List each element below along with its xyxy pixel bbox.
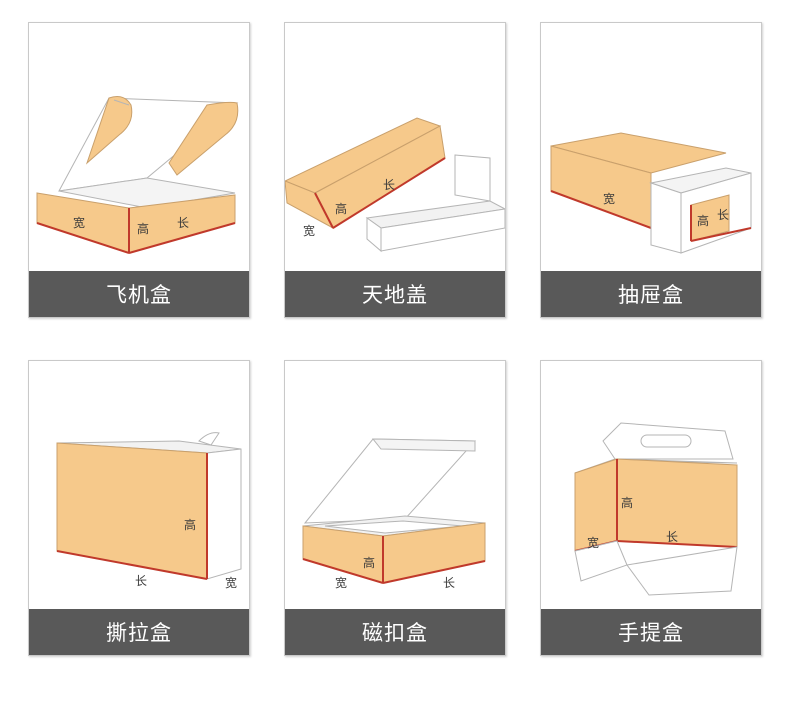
box-card-magnetic[interactable]: 高 宽 长 磁扣盒: [284, 360, 506, 656]
box-card-lid-and-base[interactable]: 高 长 宽 天地盖: [284, 22, 506, 318]
width-label: 宽: [73, 215, 85, 230]
box-caption: 手提盒: [541, 609, 761, 655]
handle-box-illustration: 高 长 宽: [541, 361, 761, 609]
box-card-aircraft[interactable]: 宽 高 长 飞机盒: [28, 22, 250, 318]
height-label: 高: [335, 201, 347, 216]
aircraft-box-illustration: 宽 高 长: [29, 23, 249, 271]
height-label: 高: [363, 555, 375, 570]
width-label: 宽: [587, 535, 599, 550]
height-label: 高: [184, 517, 196, 532]
height-label: 高: [621, 495, 633, 510]
length-label: 长: [177, 216, 189, 230]
box-card-drawer[interactable]: 宽 高 长 抽屉盒: [540, 22, 762, 318]
tear-strip-box-illustration: 高 长 宽: [29, 361, 249, 609]
width-label: 宽: [225, 575, 237, 590]
box-caption: 天地盖: [285, 271, 505, 317]
lid-and-base-box-illustration: 高 长 宽: [285, 23, 505, 271]
box-caption: 飞机盒: [29, 271, 249, 317]
length-label: 长: [666, 530, 678, 544]
length-label: 长: [135, 574, 147, 588]
width-label: 宽: [603, 191, 615, 206]
box-card-handle[interactable]: 高 长 宽 手提盒: [540, 360, 762, 656]
length-label: 长: [383, 178, 395, 192]
magnetic-box-illustration: 高 宽 长: [285, 361, 505, 609]
height-label: 高: [697, 213, 709, 228]
box-caption: 抽屉盒: [541, 271, 761, 317]
length-label: 长: [717, 208, 729, 222]
box-card-tear-strip[interactable]: 高 长 宽 撕拉盒: [28, 360, 250, 656]
box-caption: 撕拉盒: [29, 609, 249, 655]
width-label: 宽: [335, 575, 347, 590]
height-label: 高: [137, 221, 149, 236]
length-label: 长: [443, 576, 455, 590]
box-caption: 磁扣盒: [285, 609, 505, 655]
width-label: 宽: [303, 223, 315, 238]
drawer-box-illustration: 宽 高 长: [541, 23, 761, 271]
